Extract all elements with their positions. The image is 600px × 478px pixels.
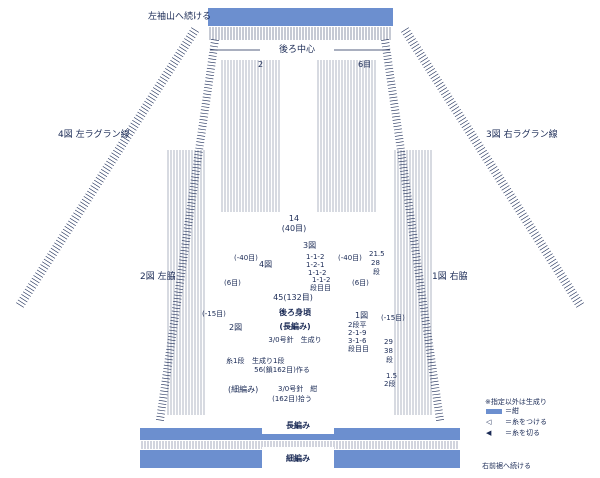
mid-width: 45(132目): [273, 293, 313, 302]
right-side-label: 1図 右脇: [432, 272, 468, 282]
mark-6me: 6目: [358, 60, 372, 69]
long-knit-band-label: 長編み: [286, 421, 310, 430]
schematic-subtitle: (長編み): [279, 322, 311, 331]
right-2-dan: 2段: [384, 380, 396, 388]
chain-start: 56(鎖162目)作る: [254, 366, 310, 374]
right-6me: (6目): [352, 279, 369, 287]
right-minus15: (-15目): [381, 314, 405, 322]
left-raglan-label: 4図 左ラグラン線: [58, 130, 130, 140]
height-body-unit: 段: [386, 356, 393, 364]
schematic-title: 後ろ身頃: [279, 308, 311, 317]
fig4-label: 4図: [259, 260, 273, 269]
legend-item-0: ＝紺: [505, 407, 519, 415]
long-knit-navy-band: [140, 428, 460, 440]
schematic-box: [205, 212, 380, 404]
left-6me: (6目): [224, 279, 241, 287]
top-navy-band: [208, 8, 393, 26]
right-raglan-line: [401, 27, 584, 308]
rows-right-3: 1-1-2: [312, 276, 331, 284]
height-body-rows: 38: [384, 347, 393, 355]
cut-yarn-icon: ◀: [486, 429, 492, 437]
fig1-label: 1図: [355, 311, 369, 320]
legend-item-1: ＝糸をつける: [505, 418, 547, 426]
yarn-note: 生成り1段: [252, 357, 285, 365]
back-center-label: 後ろ中心: [278, 45, 316, 55]
dec-rows-0: 2段平: [348, 321, 367, 329]
navy-swatch-icon: [486, 409, 502, 414]
top-continue-label: 左袖山へ続ける: [148, 12, 212, 22]
band-hook: 3/0号針 紺: [278, 385, 318, 393]
band-stitches: (162目)拾う: [272, 395, 312, 403]
rows-right-2: 1-1-2: [308, 269, 327, 277]
right-decrease: (-40目): [338, 254, 362, 262]
top-width: 14: [288, 214, 300, 223]
fig3-label: 3図: [303, 241, 317, 250]
bottom-continue-label: 右前裾へ続ける: [482, 462, 531, 470]
rows-right-4: 段目目: [310, 284, 331, 292]
fine-knit-band-label: 細編み: [286, 454, 310, 463]
rows-right-0: 1-1-2: [306, 253, 325, 261]
legend-item-2: ＝糸を切る: [505, 429, 540, 437]
height-body: 29: [384, 338, 393, 346]
dec-rows-3: 段目目: [348, 345, 369, 353]
dec-rows-1: 2-1-9: [348, 329, 367, 337]
dec-rows-2: 3-1-6: [348, 337, 367, 345]
left-decrease: (-40目): [234, 254, 258, 262]
height-top-rows: 28: [371, 259, 380, 267]
left-inner-line: [155, 39, 220, 421]
mark-2: 2: [258, 60, 264, 69]
height-top-unit: 段: [373, 268, 380, 276]
legend-note: ※指定以外は生成り: [485, 398, 547, 406]
right-1-5: 1.5: [386, 372, 398, 380]
join-yarn-icon: ◁: [486, 418, 492, 426]
left-side-label: 2図 左脇: [140, 272, 176, 282]
top-stitches: (40目): [281, 224, 307, 233]
height-top: 21.5: [369, 250, 385, 258]
rows-right-1: 1-2-1: [306, 261, 325, 269]
schematic-hook: 3/0号針 生成り: [268, 336, 322, 344]
fig2-label: 2図: [229, 323, 243, 332]
tiny-note: 糸1段: [226, 357, 245, 365]
left-raglan-line: [16, 27, 199, 308]
band-label: (細編み): [228, 385, 259, 394]
left-minus15: (-15目): [202, 310, 226, 318]
right-raglan-label: 3図 右ラグラン線: [486, 130, 558, 140]
